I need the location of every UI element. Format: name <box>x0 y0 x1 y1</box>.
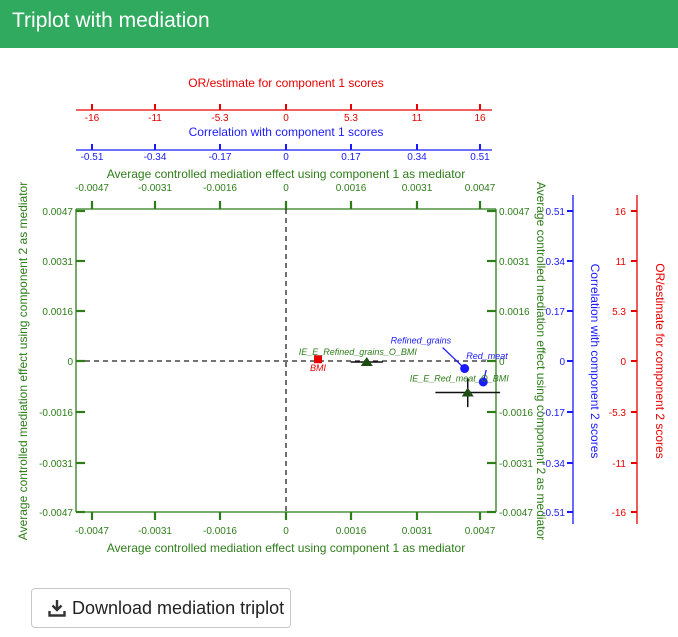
left-axis-title: Average controlled mediation effect usin… <box>16 182 30 540</box>
correlation-point-label: Red_meat <box>466 351 508 361</box>
top-green-axis-tick-label: -0.0047 <box>75 183 109 194</box>
top-blue-axis-tick-label: -0.51 <box>81 152 104 163</box>
top-red-axis-tick-label: 11 <box>412 113 423 124</box>
right-red-axis-tick-label: 11 <box>616 257 627 268</box>
bottom-axis-tick-label: 0.0031 <box>402 526 433 537</box>
top-green-axis-title: Average controlled mediation effect usin… <box>107 167 465 181</box>
bottom-axis-tick-label: 0.0047 <box>465 526 496 537</box>
bottom-axis-tick-label: -0.0031 <box>138 526 172 537</box>
right-green-axis-tick-label: -0.0031 <box>499 459 533 470</box>
top-blue-axis-tick-label: 0.17 <box>341 152 361 163</box>
right-blue-axis-title: Correlation with component 2 scores <box>588 264 602 459</box>
top-green-axis-tick-label: 0.0016 <box>336 183 367 194</box>
right-green-axis-tick-label: 0.0016 <box>499 307 530 318</box>
top-green-axis-tick-label: 0.0031 <box>402 183 433 194</box>
right-green-axis-title: Average controlled mediation effect usin… <box>534 182 548 540</box>
top-blue-axis-tick-label: 0.51 <box>470 152 490 163</box>
page-title: Triplot with mediation <box>12 9 210 32</box>
left-axis-tick-label: 0.0016 <box>42 307 73 318</box>
bottom-axis-title: Average controlled mediation effect usin… <box>107 541 465 555</box>
right-red-axis-title: OR/estimate for component 2 scores <box>653 263 667 458</box>
download-triplot-button[interactable]: Download mediation triplot <box>31 588 291 628</box>
right-blue-axis-tick-label: 0.17 <box>546 307 566 318</box>
top-green-axis-tick-label: -0.0031 <box>138 183 172 194</box>
app-header: Triplot with mediation <box>0 0 678 48</box>
download-button-label: Download mediation triplot <box>72 597 285 618</box>
bottom-axis-tick-label: 0 <box>283 526 289 537</box>
mediation-point <box>360 356 373 366</box>
top-blue-axis-tick-label: -0.34 <box>144 152 167 163</box>
correlation-point <box>460 364 470 374</box>
right-red-axis-tick-label: 5.3 <box>612 307 626 318</box>
top-blue-axis-tick-label: -0.17 <box>209 152 232 163</box>
right-blue-axis-tick-label: -0.17 <box>542 408 565 419</box>
top-red-axis-tick-label: -11 <box>148 113 162 124</box>
left-axis-tick-label: -0.0047 <box>39 508 73 519</box>
top-red-axis-tick-label: 0 <box>283 113 289 124</box>
top-red-axis-title: OR/estimate for component 1 scores <box>188 76 383 90</box>
top-red-axis-tick-label: 5.3 <box>344 113 358 124</box>
left-axis-tick-label: 0 <box>67 357 73 368</box>
right-red-axis-tick-label: -16 <box>612 508 627 519</box>
right-blue-axis-tick-label: 0.34 <box>546 257 566 268</box>
right-green-axis-tick-label: 0 <box>499 357 505 368</box>
right-blue-axis-tick-label: 0 <box>559 357 565 368</box>
correlation-point-label: Refined_grains <box>391 336 452 346</box>
mediation-point-label: IE_E_Refined_grains_O_BMI <box>299 347 418 357</box>
top-blue-axis-tick-label: 0 <box>283 152 289 163</box>
bottom-axis-tick-label: -0.0047 <box>75 526 109 537</box>
top-green-axis-tick-label: 0 <box>283 183 289 194</box>
right-blue-axis-tick-label: -0.34 <box>542 459 565 470</box>
right-red-axis-tick-label: 16 <box>615 207 627 218</box>
top-red-axis-tick-label: 16 <box>474 113 486 124</box>
right-green-axis-tick-label: -0.0047 <box>499 508 533 519</box>
top-red-axis-tick-label: -16 <box>85 113 100 124</box>
right-red-axis-tick-label: -11 <box>612 459 626 470</box>
mediation-triplot: -0.0047 -0.0031 -0.0016 0 0.0016 0.0031 0.0047… <box>16 76 667 555</box>
left-axis-tick-label: 0.0047 <box>42 207 73 218</box>
top-blue-axis-tick-label: 0.34 <box>407 152 427 163</box>
top-green-axis-tick-label: 0.0047 <box>465 183 496 194</box>
left-axis-tick-label: -0.0016 <box>39 408 73 419</box>
left-axis-tick-label: -0.0031 <box>39 459 73 470</box>
refined-grains-leader-line <box>442 347 466 370</box>
right-red-axis-tick-label: 0 <box>620 357 626 368</box>
right-green-axis-tick-label: 0.0031 <box>499 257 530 268</box>
correlation-point <box>478 377 488 387</box>
bottom-axis-tick-label: 0.0016 <box>336 526 367 537</box>
left-axis-tick-label: 0.0031 <box>42 257 73 268</box>
top-blue-axis-title: Correlation with component 1 scores <box>189 125 384 139</box>
top-red-axis-tick-label: -5.3 <box>211 113 229 124</box>
right-blue-axis-tick-label: -0.51 <box>542 508 565 519</box>
outcome-point-label: BMI <box>310 363 327 373</box>
right-red-axis-tick-label: -5.3 <box>609 408 627 419</box>
right-blue-axis-tick-label: 0.51 <box>546 207 566 218</box>
right-green-axis-tick-label: 0.0047 <box>499 207 530 218</box>
bottom-axis-tick-label: -0.0016 <box>203 526 237 537</box>
download-icon <box>48 600 66 617</box>
outcome-point <box>314 355 323 364</box>
top-green-axis-tick-label: -0.0016 <box>203 183 237 194</box>
right-green-axis-tick-label: -0.0016 <box>499 408 533 419</box>
mediation-point-label: IE_E_Red_meat_O_BMI <box>410 374 510 384</box>
mediation-point <box>461 387 474 397</box>
